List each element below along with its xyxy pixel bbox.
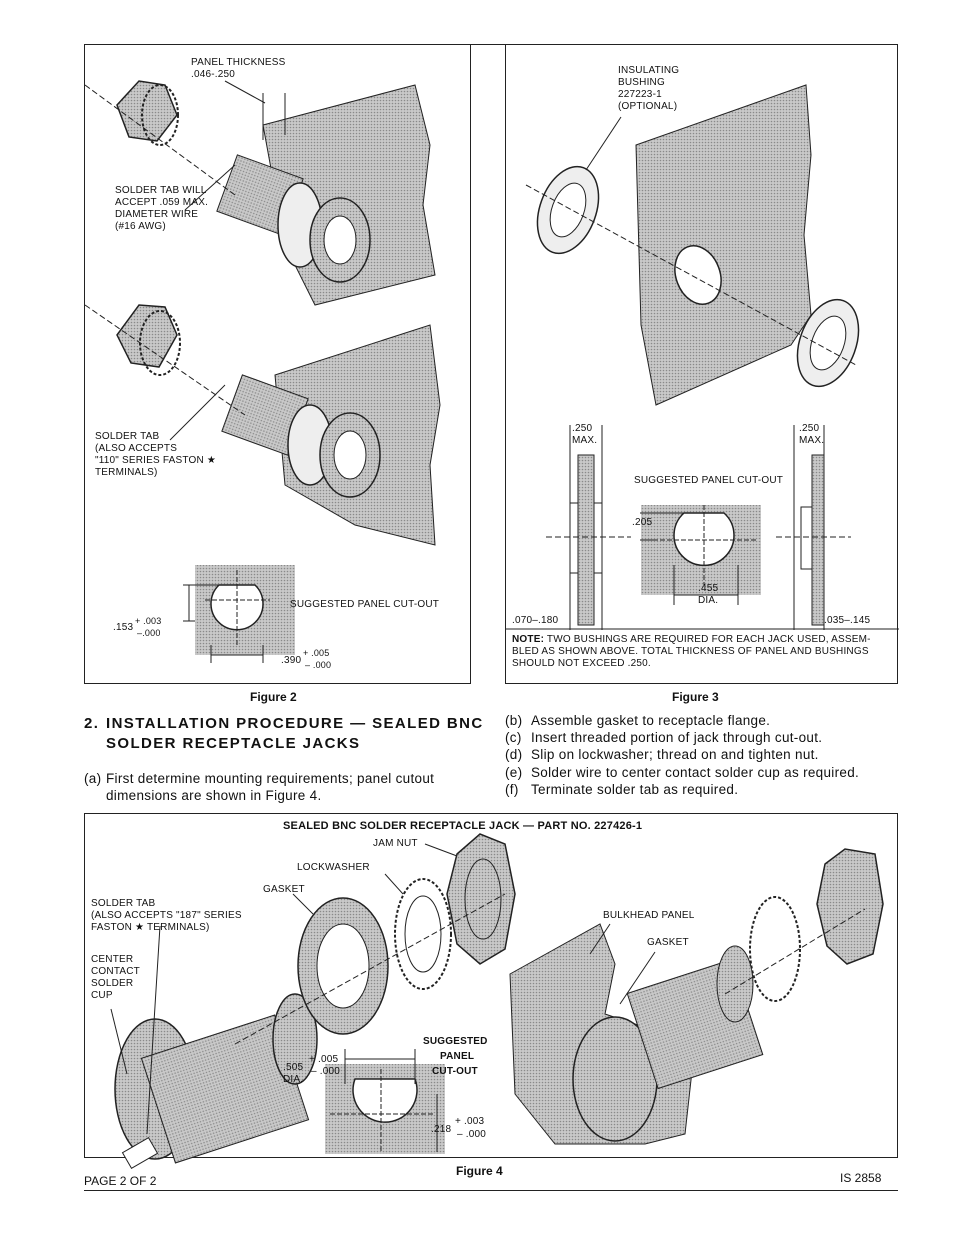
solder-tab-will-line2: ACCEPT .059 MAX. xyxy=(115,197,209,208)
fig4-solder-tab-line2: (ALSO ACCEPTS "187" SERIES xyxy=(91,910,242,921)
fig4-dim-505-minus: – .000 xyxy=(311,1066,341,1077)
fig2-dim-153-minus: –.000 xyxy=(137,628,161,638)
solder-tab-line3: "110" SERIES FASTON ★ xyxy=(95,455,217,466)
section-heading: 2. INSTALLATION PROCEDURE — SEALED BNC SO… xyxy=(84,714,484,754)
insulating-bushing-line3: 227223-1 xyxy=(618,89,662,100)
figure-4-panel: SEALED BNC SOLDER RECEPTACLE JACK — PART… xyxy=(84,813,898,1169)
section-title-line2: SOLDER RECEPTACLE JACKS xyxy=(106,735,361,752)
fig4-dim-218-value: .218 xyxy=(431,1124,452,1135)
figure-3-panel: INSULATING BUSHING 227223-1 (OPTIONAL) .… xyxy=(505,44,899,684)
center-contact-line4: CUP xyxy=(91,990,113,1001)
step-d: (d)Slip on lockwasher; thread on and tig… xyxy=(505,747,819,763)
panel-thickness-value: .046-.250 xyxy=(191,69,236,80)
fig3-dim-205: .205 xyxy=(632,517,653,528)
panel-thickness-label: PANEL THICKNESS xyxy=(191,57,286,68)
step-b: (b)Assemble gasket to receptacle flange. xyxy=(505,713,771,728)
figure-2-caption: Figure 2 xyxy=(250,690,297,704)
insulating-bushing-line4: (OPTIONAL) xyxy=(618,101,678,112)
gasket-right-label: GASKET xyxy=(647,937,689,948)
fig3-dim-455-value: .455 xyxy=(698,583,719,594)
fig4-dim-505-plus: + .005 xyxy=(309,1054,339,1065)
suggested-line1: SUGGESTED xyxy=(423,1036,488,1047)
step-a-label: (a) xyxy=(84,771,102,786)
faston-star-icon: ★ xyxy=(206,455,217,466)
jam-nut-label: JAM NUT xyxy=(373,838,418,849)
solder-tab-will-line1: SOLDER TAB WILL xyxy=(115,185,207,196)
fig2-dim-153: .153 xyxy=(113,622,134,633)
fig3-dim-035: .035–.145 xyxy=(824,615,871,626)
fig4-solder-tab-line3: FASTON ★ TERMINALS) xyxy=(91,922,210,933)
top-rule xyxy=(84,44,898,45)
page-number: PAGE 2 OF 2 xyxy=(84,1174,157,1188)
gasket-label: GASKET xyxy=(263,884,305,895)
fig3-cutout-label: SUGGESTED PANEL CUT-OUT xyxy=(634,475,784,486)
step-c: (c)Insert threaded portion of jack throu… xyxy=(505,730,823,746)
note-label: NOTE: xyxy=(512,634,545,645)
fig3-note-line2: BLED AS SHOWN ABOVE. TOTAL THICKNESS OF … xyxy=(512,646,869,657)
solder-tab-line2: (ALSO ACCEPTS xyxy=(95,443,178,454)
center-contact-line3: SOLDER xyxy=(91,978,134,989)
fig2-cutout-label: SUGGESTED PANEL CUT-OUT xyxy=(290,599,440,610)
insulating-bushing-line1: INSULATING xyxy=(618,65,680,76)
figure-4-title: SEALED BNC SOLDER RECEPTACLE JACK — PART… xyxy=(283,820,643,832)
fig3-note-line1: NOTE: TWO BUSHINGS ARE REQUIRED FOR EACH… xyxy=(512,634,871,645)
figure-3-caption: Figure 3 xyxy=(672,690,719,704)
figure-4-illustration xyxy=(110,833,884,1169)
fig2-dim-390-minus: – .000 xyxy=(305,660,332,670)
fig4-dim-505-value: .505 xyxy=(283,1062,304,1073)
fig3-note-line3: SHOULD NOT EXCEED .250. xyxy=(512,658,651,669)
solder-tab-line4: TERMINALS) xyxy=(95,467,158,478)
left-max-label: MAX. xyxy=(572,435,598,446)
fig2-dim-390: .390 xyxy=(281,655,302,666)
faston-star-icon: ★ xyxy=(135,922,145,933)
figure-3-illustration xyxy=(506,84,899,630)
fig3-dim-070: .070–.180 xyxy=(512,615,559,626)
solder-tab-line1: SOLDER TAB xyxy=(95,431,160,442)
section-number: 2. xyxy=(84,715,100,732)
fig4-solder-tab-line1: SOLDER TAB xyxy=(91,898,156,909)
fig2-dim-153-plus: + .003 xyxy=(135,616,162,626)
doc-id: IS 2858 xyxy=(840,1171,882,1185)
fig2-dim-390-plus: + .005 xyxy=(303,648,330,658)
step-a-line1: First determine mounting requirements; p… xyxy=(106,771,435,786)
left-max-value: .250 xyxy=(572,423,593,434)
figure-2-illustration xyxy=(84,80,441,663)
section-title-line1: INSTALLATION PROCEDURE — SEALED BNC xyxy=(106,715,484,732)
step-a-line2: dimensions are shown in Figure 4. xyxy=(106,788,322,803)
solder-tab-will-line4: (#16 AWG) xyxy=(115,221,166,232)
center-contact-line1: CENTER xyxy=(91,954,134,965)
suggested-line3: CUT-OUT xyxy=(432,1066,478,1077)
fig4-dim-505-label: DIA. xyxy=(283,1074,304,1085)
bulkhead-panel-label: BULKHEAD PANEL xyxy=(603,910,695,921)
center-contact-line2: CONTACT xyxy=(91,966,140,977)
solder-tab-will-line3: DIAMETER WIRE xyxy=(115,209,199,220)
steps-list: (b)Assemble gasket to receptacle flange.… xyxy=(505,712,859,798)
bottom-rule xyxy=(84,1190,898,1191)
suggested-line2: PANEL xyxy=(440,1051,475,1062)
right-max-value: .250 xyxy=(799,423,820,434)
right-max-label: MAX. xyxy=(799,435,825,446)
lockwasher-label: LOCKWASHER xyxy=(297,862,370,873)
figure-2-panel: PANEL THICKNESS .046-.250 SOLDER TAB WIL… xyxy=(84,44,471,684)
step-a: (a) First determine mounting requirements… xyxy=(84,770,484,804)
step-f: (f)Terminate solder tab as required. xyxy=(505,781,739,797)
fig4-dim-218-plus: + .003 xyxy=(455,1116,485,1127)
fig3-dim-455-label: DIA. xyxy=(698,595,719,606)
step-e: (e)Solder wire to center contact solder … xyxy=(505,764,860,780)
insulating-bushing-line2: BUSHING xyxy=(618,77,665,88)
figure-4-caption: Figure 4 xyxy=(456,1164,503,1178)
fig4-dim-218-minus: – .000 xyxy=(457,1129,487,1140)
